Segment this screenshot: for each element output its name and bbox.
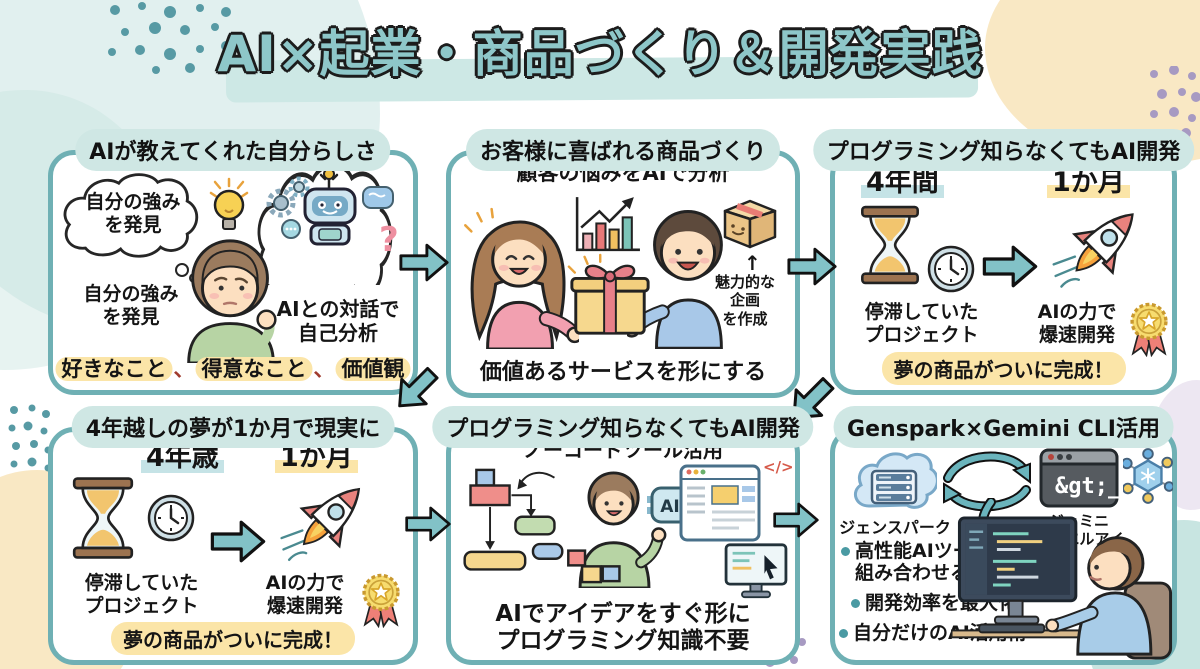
code-icon: </> xyxy=(763,458,794,476)
panel-genspark-gemini: Genspark×Gemini CLI活用 ジェンスパーク &gt;_ ジェミニ… xyxy=(830,406,1177,665)
panel-4-footer: 夢の商品がついに完成！ xyxy=(111,622,355,655)
bar-chart-icon xyxy=(575,197,640,252)
panel-6-header: Genspark×Gemini CLI活用 xyxy=(833,406,1174,448)
man-illustration xyxy=(627,210,723,349)
panel-2-bottom-text: 価値あるサービスを形にする xyxy=(479,360,767,386)
medal-icon xyxy=(1127,301,1171,357)
panel-1-header: AIが教えてくれた自分らしさ xyxy=(75,129,391,171)
after-caption: AIの力で 爆速開発 xyxy=(1037,301,1117,347)
panel-1-left-text: 自分の強み を発見 xyxy=(83,283,179,329)
panel-2-header: お客様に喜ばれる商品づくり xyxy=(465,129,781,171)
before-caption: 停滞していた プロジェクト xyxy=(84,572,199,618)
app-builder-window xyxy=(679,464,761,542)
question-mark: ? xyxy=(379,220,399,260)
woman-illustration xyxy=(464,207,579,349)
panel-3-header: プログラミング知らなくてもAI開発 xyxy=(812,129,1195,171)
panel-3-footer: 夢の商品がついに完成！ xyxy=(881,352,1126,385)
panel-self-discovery: AIが教えてくれた自分らしさ 自分の強み を発見 xyxy=(48,129,418,395)
after-label: 1か月 xyxy=(1047,167,1130,200)
panel-1-right-text: AIとの対話で 自己分析 xyxy=(276,297,400,346)
builder-person xyxy=(567,471,667,588)
panel-1-footer: 好きなこと、得意なこと、価値観 xyxy=(55,353,411,383)
dots-left-middle xyxy=(8,404,52,472)
before-label: 4年間 xyxy=(861,167,944,200)
panel-2-side-note: 魅力的な 企画 を作成 xyxy=(714,273,775,328)
thought-trail-dot xyxy=(175,263,189,277)
panel-5-header: プログラミング知らなくてもAI開発 xyxy=(432,406,814,448)
footer-comma: 、 xyxy=(313,357,335,381)
flow-arrow-4-5 xyxy=(404,504,452,544)
package-box-icon xyxy=(723,199,777,249)
network-icon xyxy=(1123,448,1173,504)
cloud-server-icon xyxy=(853,452,937,509)
bullet-dot xyxy=(839,629,848,638)
footer-comma: 、 xyxy=(173,357,195,381)
footer-keyword: 好きなこと xyxy=(55,357,173,381)
speed-arrow xyxy=(981,243,1039,290)
lightbulb-icon xyxy=(209,177,249,230)
hourglass-icon xyxy=(71,476,135,560)
rocket-icon xyxy=(269,470,383,574)
coder-at-desk xyxy=(951,516,1173,660)
footer-keyword: 価値観 xyxy=(335,357,411,381)
panel-5-bottom-text: AIでアイデアをすぐ形に プログラミング知識不要 xyxy=(495,600,751,655)
clock-icon xyxy=(927,245,975,293)
footer-keyword: 得意なこと xyxy=(195,357,313,381)
panel-product-making: お客様に喜ばれる商品づくり 顧客の悩みをAIで分析 xyxy=(446,129,800,398)
flow-arrow-1-2 xyxy=(398,241,450,284)
hourglass-icon xyxy=(859,205,921,285)
bullet-dot xyxy=(841,547,850,556)
before-caption: 停滞していた プロジェクト xyxy=(864,301,979,347)
bullet-dot xyxy=(851,599,860,608)
flow-arrow-5-6 xyxy=(772,500,820,540)
flow-arrow-2-3 xyxy=(786,245,838,288)
clock-icon xyxy=(147,494,195,542)
side-note-arrow: ↑ xyxy=(744,251,761,275)
thinking-person xyxy=(187,239,277,363)
block-flowchart xyxy=(463,468,564,571)
page-title: AI×起業・商品づくり＆開発実践 xyxy=(217,25,983,83)
ai-chip-label: AI xyxy=(660,497,679,517)
dots-top-left xyxy=(108,2,231,74)
medal-icon xyxy=(359,572,403,628)
gift-box-icon xyxy=(567,253,650,335)
cloud-label: ジェンスパーク xyxy=(839,518,951,537)
ai-thought-bubble: ? xyxy=(251,159,399,285)
after-caption: AIの力で 爆速開発 xyxy=(265,572,345,618)
panel-dream-realized: 4年越しの夢が1か月で現実に 4年歳 1か月 停滞していた プロジェクト AIの… xyxy=(48,406,418,665)
terminal-prompt-glyph: &gt;_ xyxy=(1055,474,1119,499)
result-monitor xyxy=(724,543,788,599)
speed-arrow xyxy=(209,518,267,565)
thought-bubble-text: 自分の強み を発見 xyxy=(85,191,181,237)
panel-4-header: 4年越しの夢が1か月で現実に xyxy=(71,406,395,448)
rocket-icon xyxy=(1041,195,1157,301)
panel-nocode-dev: プログラミング知らなくてもAI開発 ノーコードツール活用 xyxy=(432,406,814,665)
panel-ai-dev-speed: プログラミング知らなくてもAI開発 4年間 1か月 停滞していた プロジェクト … xyxy=(812,129,1195,395)
terminal-icon: &gt;_ xyxy=(1039,448,1119,508)
